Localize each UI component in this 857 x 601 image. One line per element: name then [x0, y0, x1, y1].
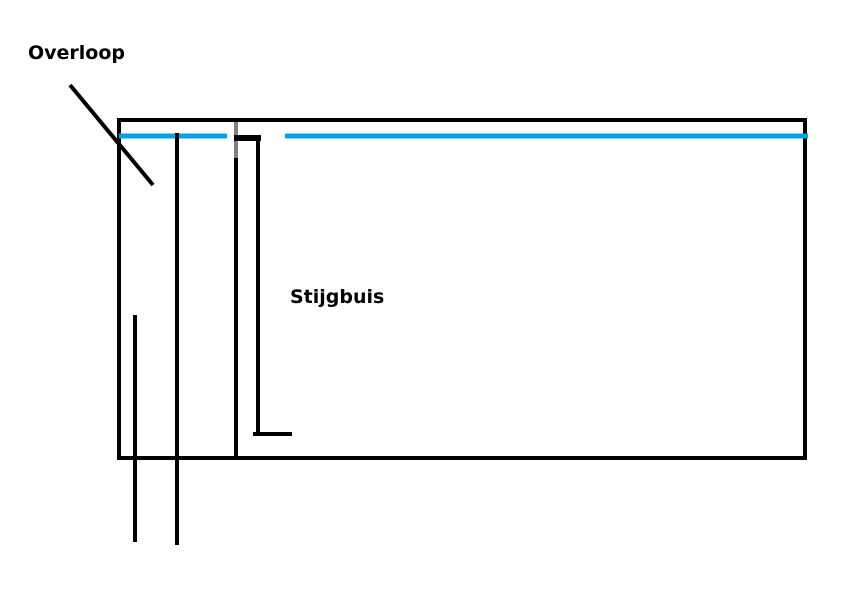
- riser-label: Stijgbuis: [290, 286, 385, 308]
- overflow-label: Overloop: [28, 42, 126, 64]
- overflow-pointer: [68, 83, 155, 187]
- tank-outline: [117, 118, 807, 460]
